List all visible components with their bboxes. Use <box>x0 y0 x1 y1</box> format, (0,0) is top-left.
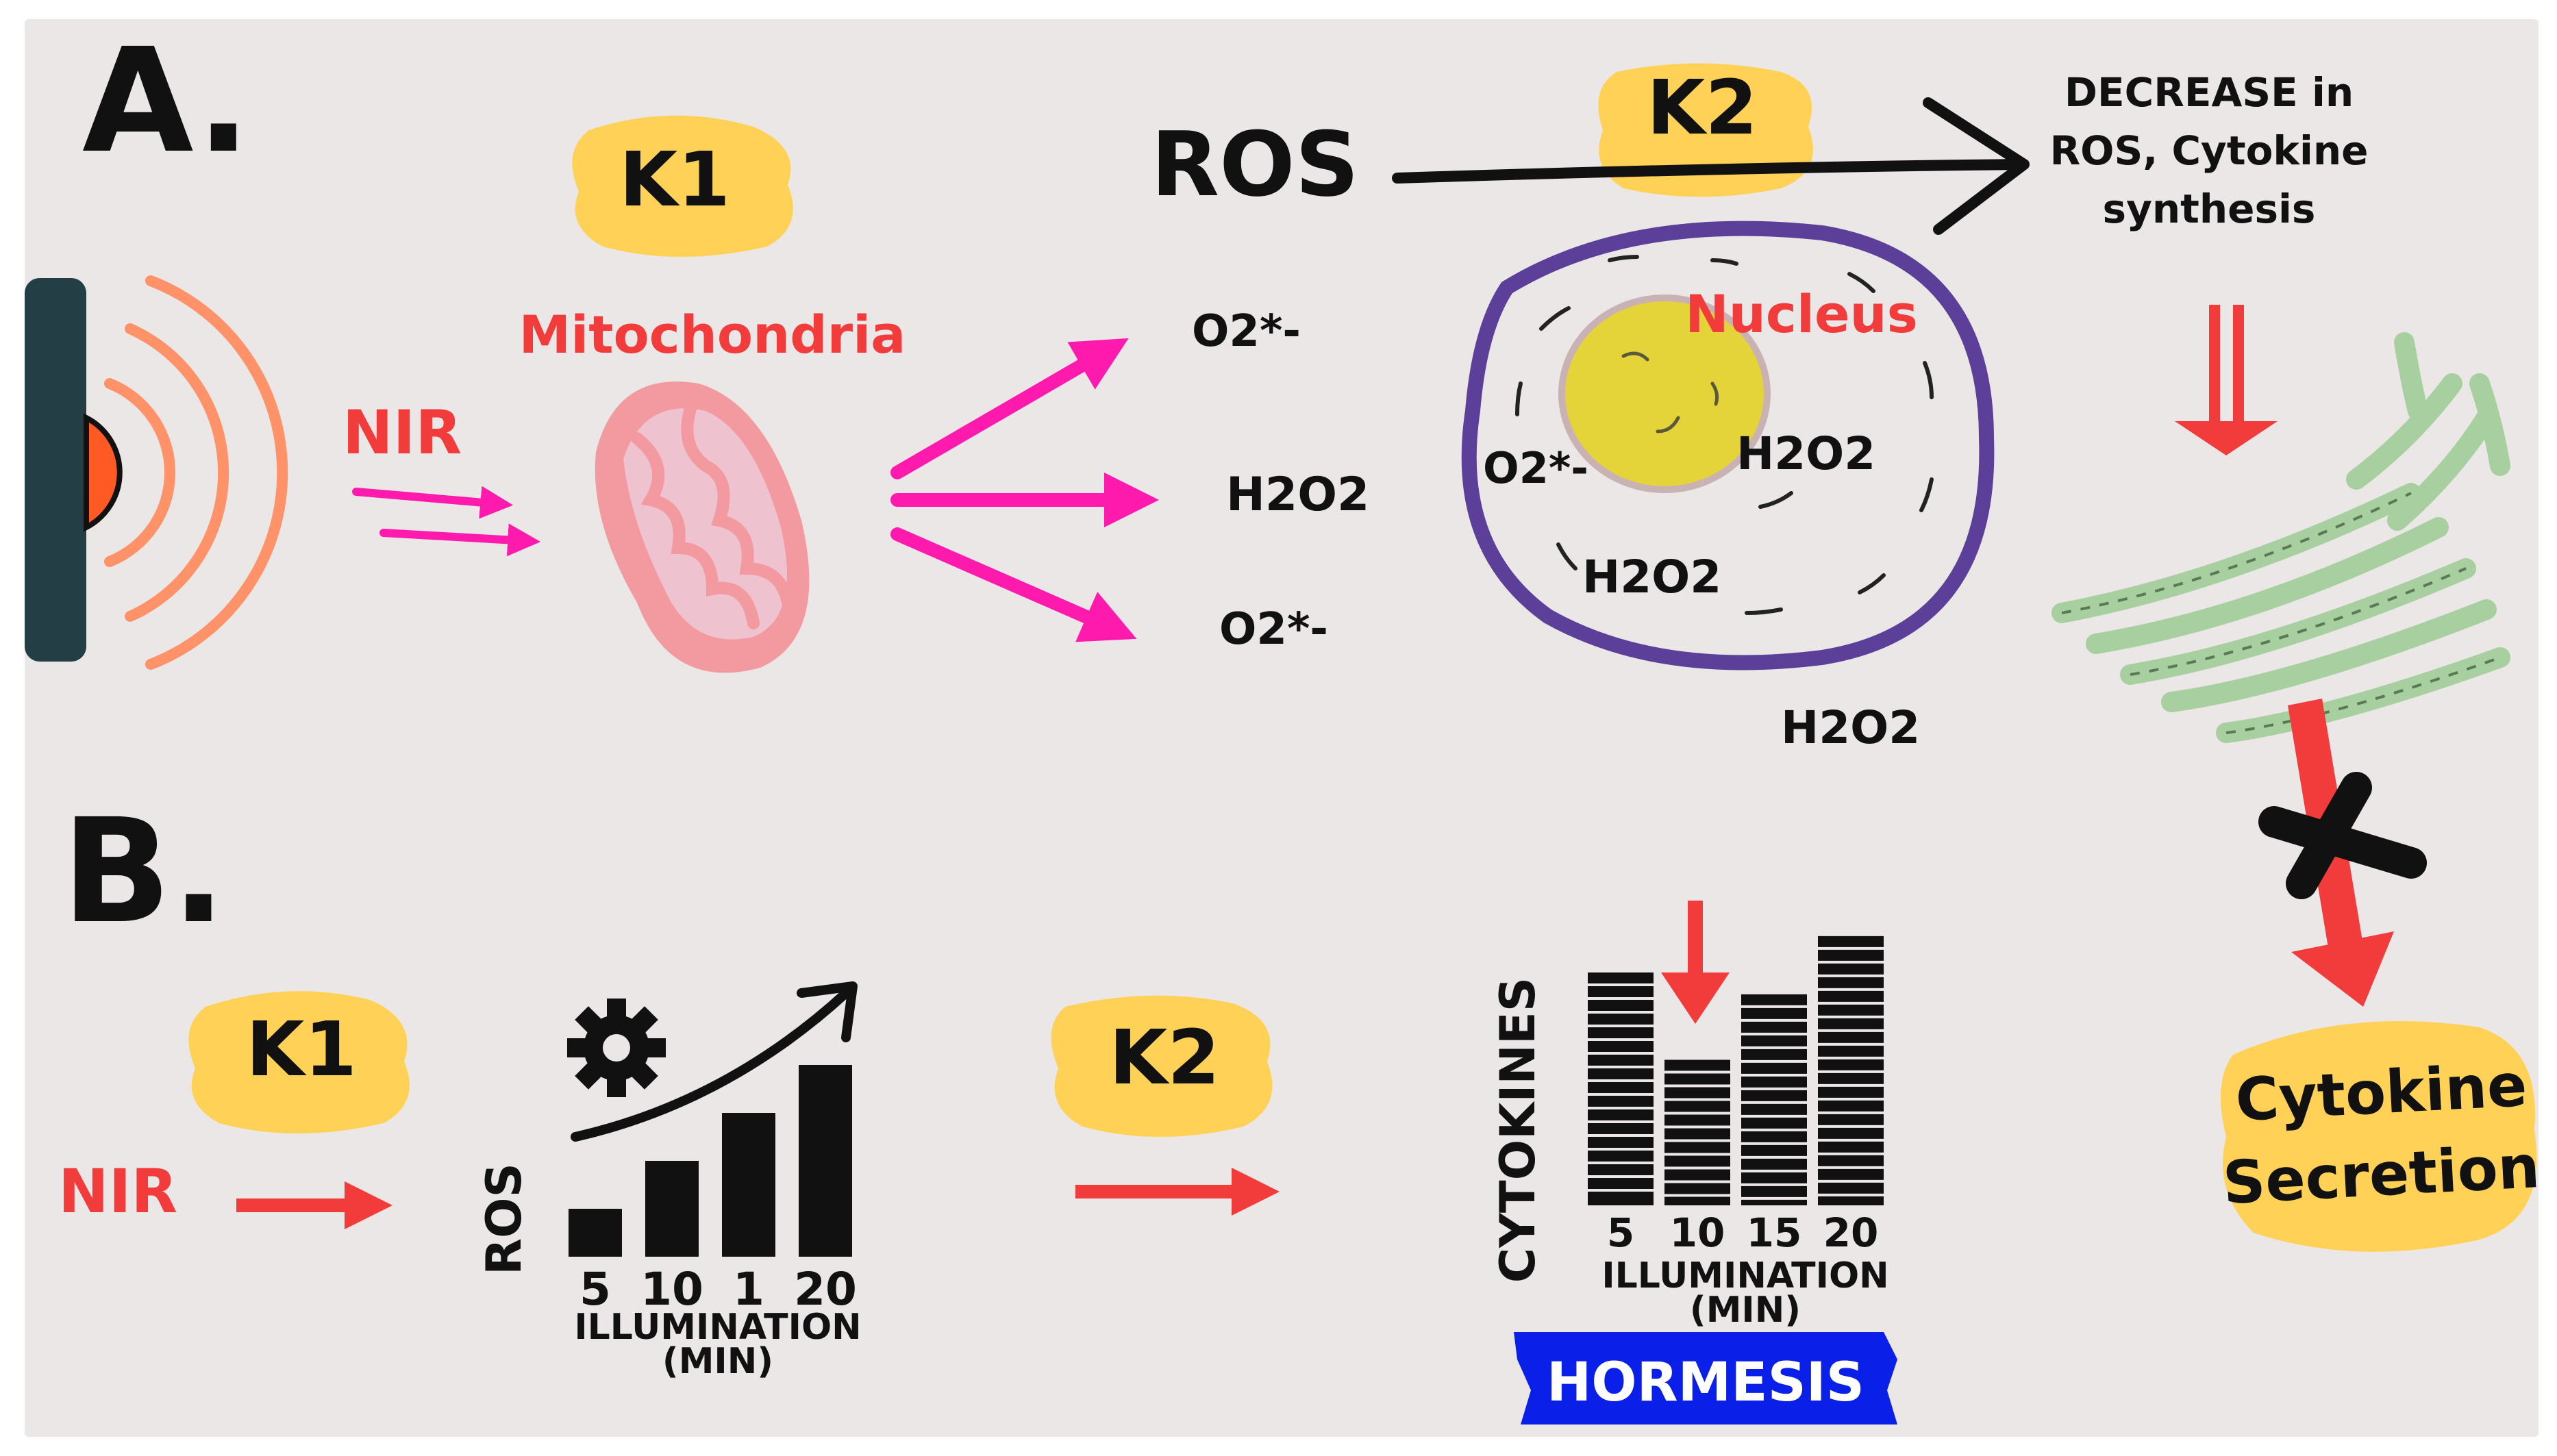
k1-label-a: K1 <box>619 136 730 223</box>
nir-waves <box>104 275 288 670</box>
cytokines-x-axis-unit: (MIN) <box>1690 1290 1801 1331</box>
double-down-arrow <box>2175 305 2278 455</box>
nir-label-b: NIR <box>58 1156 177 1227</box>
nucleus-shape <box>1558 294 1771 493</box>
ros-tick-10: 10 <box>640 1263 703 1316</box>
ros-bar-20 <box>799 1065 852 1257</box>
cytokine-secretion-line2: Secretion <box>2221 1133 2541 1218</box>
cell-illustration <box>1461 221 1995 670</box>
cytokines-bar-chart: 5 10 15 20 CYTOKINES ILLUMINATION (MIN) <box>1490 901 1889 1331</box>
h2o2-label-mid: H2O2 <box>1226 468 1369 522</box>
ros-bar-1 <box>722 1113 775 1257</box>
outside-h2o2-label: H2O2 <box>1781 701 1920 754</box>
ros-bar-10 <box>645 1161 699 1257</box>
k1-label-b: K1 <box>246 1005 357 1093</box>
gear-icon <box>567 999 666 1097</box>
decrease-text-line1: DECREASE in <box>2065 69 2354 116</box>
cell-h2o2-right-label: H2O2 <box>1736 427 1875 480</box>
cytokine-tick-15: 15 <box>1747 1209 1802 1256</box>
cell-o2-label: O2*- <box>1483 443 1588 493</box>
cytokine-bar-10 <box>1664 1059 1730 1205</box>
ros-x-axis-unit: (MIN) <box>662 1341 773 1382</box>
k2-badge-b: K2 <box>1051 995 1273 1137</box>
hormesis-banner: HORMESIS <box>1514 1332 1897 1424</box>
nir-device <box>25 278 123 662</box>
ros-axis-label: ROS <box>476 1163 532 1275</box>
hormesis-label: HORMESIS <box>1547 1352 1864 1414</box>
cytokine-tick-10: 10 <box>1670 1209 1725 1256</box>
ros-emission-arrows <box>890 338 1159 642</box>
cell-h2o2-bottom-label: H2O2 <box>1582 551 1721 603</box>
panel-a-label: A. <box>82 17 251 185</box>
cytokine-bar-20 <box>1818 936 1884 1205</box>
block-cross-icon <box>2258 772 2427 899</box>
ros-bar-5 <box>569 1209 622 1257</box>
decrease-arrow <box>1392 97 2030 235</box>
nucleus-label: Nucleus <box>1685 284 1918 344</box>
cytokine-bar-15 <box>1741 994 1807 1205</box>
decrease-text-line2: ROS, Cytokine <box>2050 127 2369 174</box>
cytokine-secretion-line1: Cytokine <box>2234 1051 2528 1135</box>
o2-label-top: O2*- <box>1192 306 1301 357</box>
nir-arrows-a <box>352 486 541 557</box>
cytokine-dip-arrow <box>1661 901 1730 1024</box>
nir-label-a: NIR <box>342 397 462 468</box>
ros-tick-5: 5 <box>579 1263 611 1316</box>
ros-tick-1: 1 <box>733 1263 764 1316</box>
cytokines-axis-label: CYTOKINES <box>1490 977 1546 1283</box>
k1-badge-a: K1 <box>572 115 793 257</box>
o2-label-bottom: O2*- <box>1219 604 1328 655</box>
er-dashes <box>2061 492 2501 734</box>
panel-b-label: B. <box>62 788 226 955</box>
decrease-text-line3: synthesis <box>2103 186 2316 232</box>
cytokine-tick-20: 20 <box>1823 1209 1879 1256</box>
cytokine-bar-5 <box>1588 972 1654 1205</box>
ros-tick-20: 20 <box>794 1263 857 1316</box>
cytokines-x-axis-label: ILLUMINATION <box>1601 1255 1888 1296</box>
ros-label-a: ROS <box>1151 112 1359 216</box>
k2-label-a: K2 <box>1647 64 1758 151</box>
ros-bar-chart: 5 10 1 20 ROS ILLUMINATION (MIN) <box>476 981 862 1382</box>
ros-trend-arrow <box>571 988 851 1142</box>
ros-x-axis-label: ILLUMINATION <box>574 1307 861 1348</box>
diagram-background <box>25 19 2539 1437</box>
k2-label-b: K2 <box>1109 1014 1220 1101</box>
k1-badge-b: K1 <box>188 991 410 1133</box>
cytokine-tick-5: 5 <box>1607 1209 1634 1256</box>
cytokine-secretion-badge: Cytokine Secretion <box>2221 1021 2541 1252</box>
mitochondria-icon <box>595 381 810 673</box>
k2-badge-a: K2 <box>1598 63 1813 197</box>
mitochondria-label: Mitochondria <box>519 304 906 365</box>
ros-trend-arrowhead <box>797 981 858 1042</box>
